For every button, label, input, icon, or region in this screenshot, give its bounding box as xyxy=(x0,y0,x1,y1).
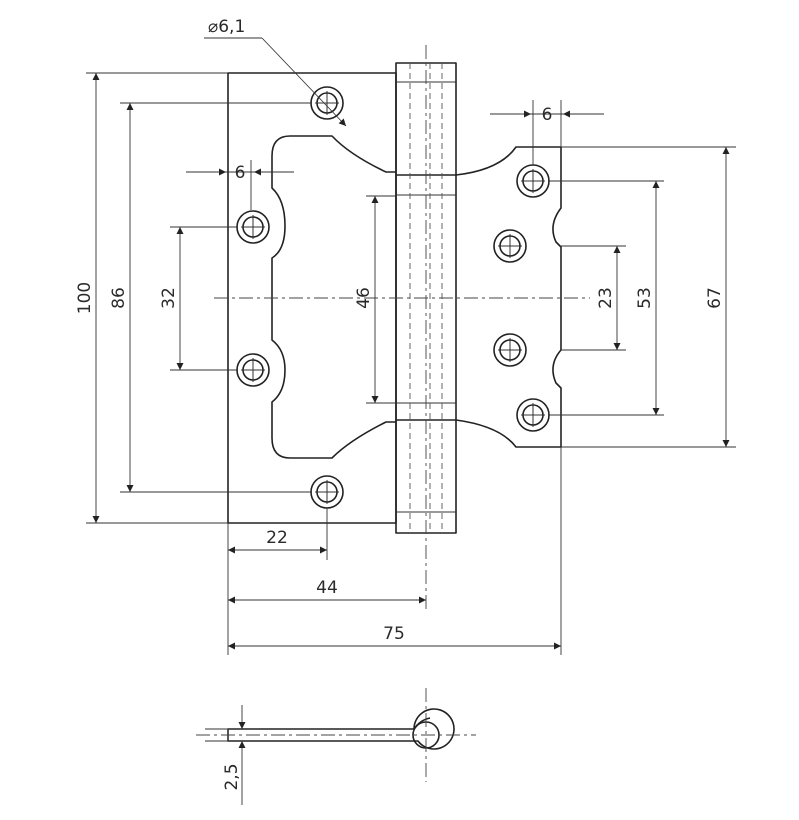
screw-hole-icon xyxy=(310,475,344,509)
right-leaf xyxy=(396,146,562,448)
label-left-edge-offset: 6 xyxy=(235,163,246,183)
center-lines xyxy=(214,45,590,612)
extension-lines xyxy=(86,72,736,655)
label-thickness: 2,5 xyxy=(222,763,242,790)
label-pin-axis-offset: 44 xyxy=(316,578,338,598)
label-hole-x-offset: 22 xyxy=(266,528,288,548)
dimension-lines xyxy=(92,37,730,650)
label-hole-span-left: 86 xyxy=(109,287,129,309)
screw-hole-icon xyxy=(516,398,550,432)
screw-hole-icon xyxy=(236,210,270,244)
label-hole-span-right: 53 xyxy=(635,287,655,309)
screw-hole-icon xyxy=(493,229,527,263)
screw-hole-icon xyxy=(310,86,344,120)
dimension-labels: ⌀6,1 100 86 32 46 23 53 67 6 6 22 44 75 … xyxy=(75,17,725,791)
label-inner-hole-span-left: 32 xyxy=(159,287,179,309)
screw-hole-icon xyxy=(516,164,550,198)
hinge-side-view xyxy=(196,688,476,805)
left-leaf-cutout xyxy=(271,135,396,459)
label-right-edge-offset: 6 xyxy=(542,105,553,125)
label-hole-diameter: ⌀6,1 xyxy=(208,17,245,37)
screw-holes xyxy=(236,86,550,509)
screw-hole-icon xyxy=(236,353,270,387)
label-knuckle-cut: 46 xyxy=(354,287,374,309)
label-right-leaf-height: 67 xyxy=(705,287,725,309)
label-inner-hole-span-right: 23 xyxy=(596,287,616,309)
label-overall-width: 75 xyxy=(383,624,405,644)
screw-hole-icon xyxy=(493,333,527,367)
label-overall-height: 100 xyxy=(75,282,95,314)
